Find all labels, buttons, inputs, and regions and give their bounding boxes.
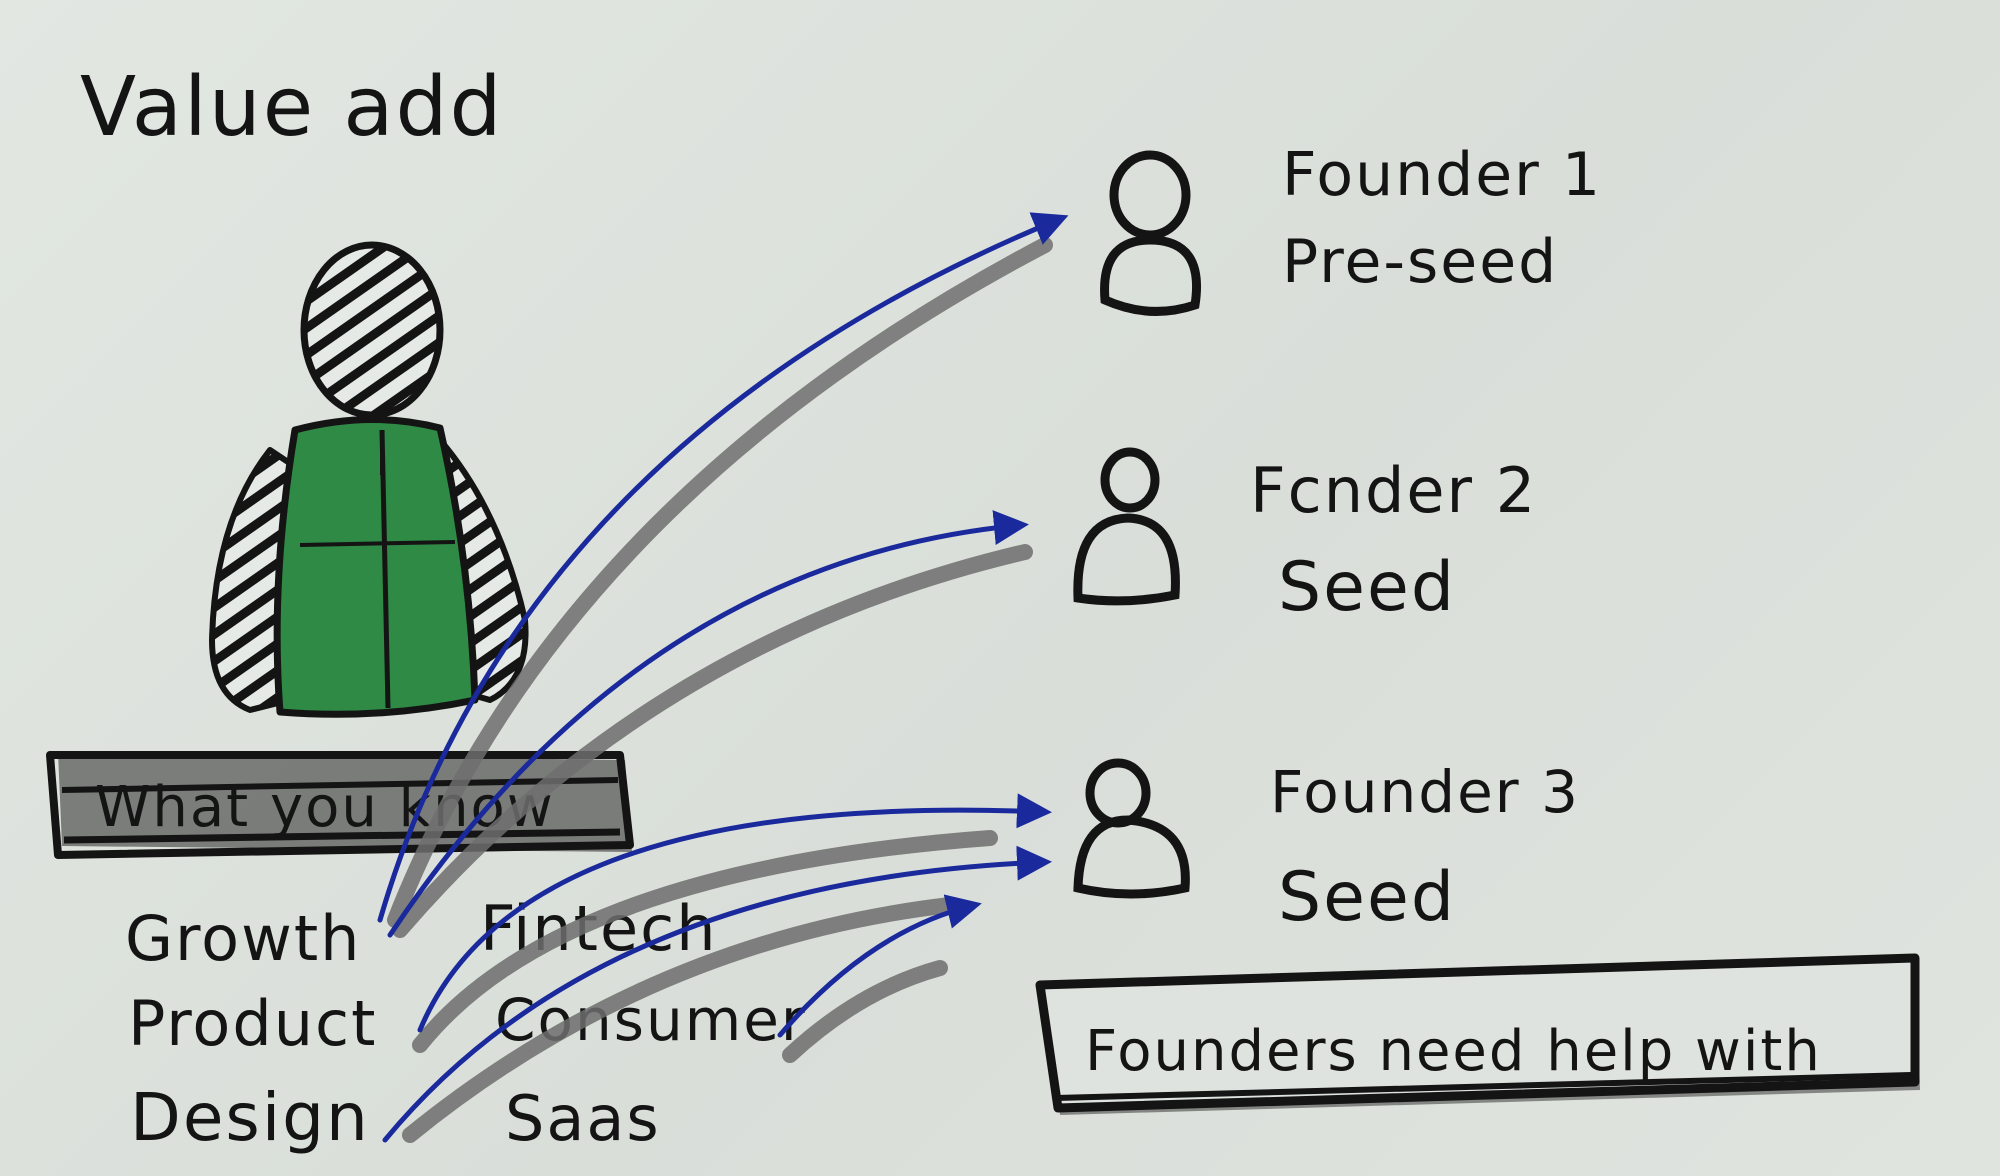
founder-1-person-icon [1100,150,1201,316]
arrow-fintech-to-founder-2 [387,510,1029,938]
founders-need-help-label: Founders need help with [1085,1019,1822,1084]
what-you-know-label: What you know [95,775,555,840]
arrow-design-to-founder-3 [382,845,1052,1143]
arrow-growth-to-founder-1 [377,212,1069,923]
investor-figure-icon [209,241,529,718]
skill-design: Design [130,1079,370,1156]
founder-3-stage: Seed [1278,858,1456,937]
sector-saas: Saas [505,1082,661,1155]
founders-need-help-box: Founders need help with [1035,953,1920,1115]
value-arrows [377,212,1069,1143]
founder-3-name: Founder 3 [1270,758,1580,826]
skill-growth: Growth [125,902,361,975]
sectors-list: Fintech Consumer Saas [480,892,805,1155]
founder-1-name: Founder 1 [1282,140,1602,210]
founder-3-person-icon [1073,758,1190,899]
founder-2-name: Fcnder 2 [1250,454,1537,527]
founder-2-person-icon [1073,447,1180,606]
arrow-shadows [387,237,1053,1143]
skills-list: Growth Product Design [125,902,377,1156]
skill-product: Product [128,987,377,1060]
arrow-product-to-founder-3 [417,793,1052,1033]
what-you-know-box: What you know [46,751,634,859]
founder-1-stage: Pre-seed [1282,227,1558,297]
arrow-consumer-to-founder-3 [777,894,982,1038]
founder-2-stage: Seed [1278,548,1456,627]
diagram-title: Value add [80,60,504,155]
